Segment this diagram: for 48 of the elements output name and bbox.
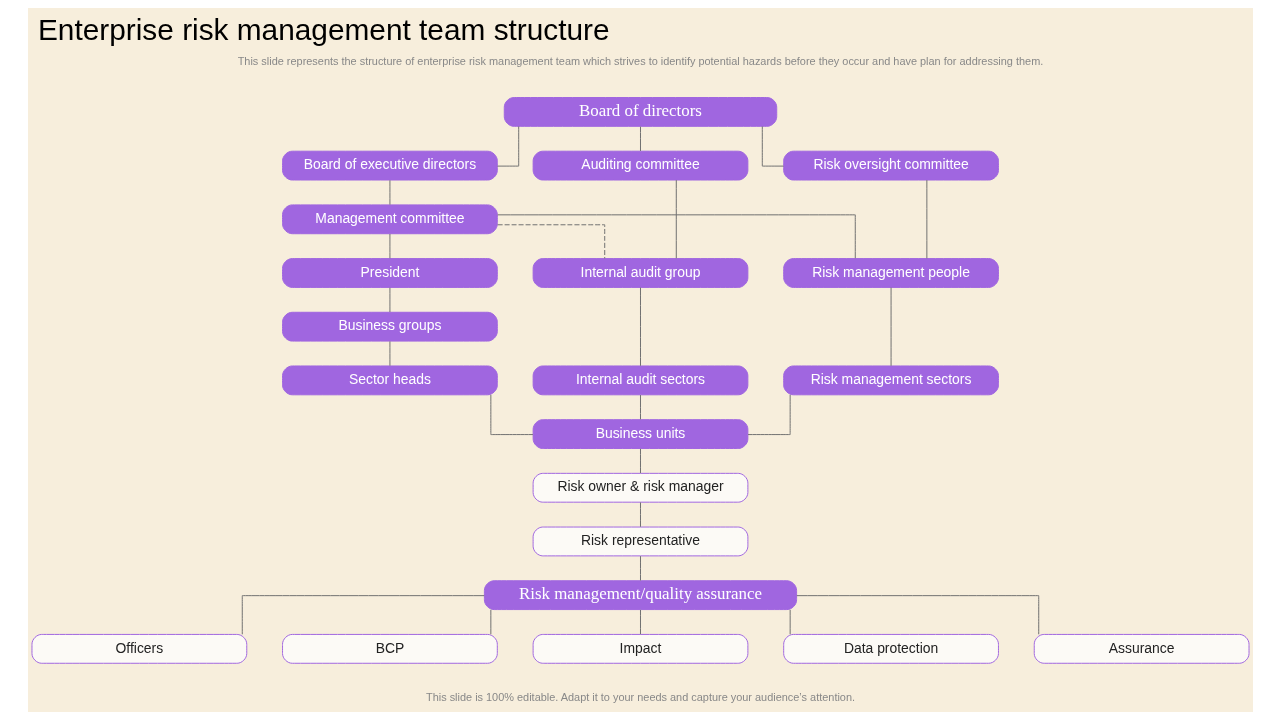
connector — [489, 609, 491, 635]
connector — [639, 287, 641, 367]
node-box: Risk representative — [532, 526, 748, 557]
connector — [639, 501, 641, 528]
connector — [747, 394, 791, 436]
node-box: Board of directors — [503, 97, 777, 127]
node-box: BCP — [281, 633, 498, 664]
diagram-title: Enterprise risk management team structure — [37, 12, 610, 46]
connector — [639, 555, 641, 581]
connector — [789, 609, 791, 635]
connector — [795, 595, 1039, 635]
node-box: Internal audit sectors — [532, 365, 748, 396]
connector — [639, 394, 641, 420]
node-box: Risk management/quality assurance — [483, 580, 797, 611]
node-box: Auditing committee — [532, 150, 748, 181]
connector — [890, 287, 892, 367]
connector — [761, 125, 784, 167]
connector — [496, 214, 856, 259]
node-box: Impact — [532, 633, 748, 664]
node-box: Management committee — [281, 204, 498, 235]
connector — [496, 224, 605, 260]
node-box: Risk management sectors — [782, 365, 999, 396]
node-box: Assurance — [1033, 633, 1249, 664]
connector — [489, 394, 533, 436]
connector — [241, 595, 485, 635]
connector — [925, 179, 927, 259]
node-box: Sector heads — [281, 365, 498, 396]
node-box: Risk oversight committee — [782, 150, 999, 181]
node-box: Business units — [532, 419, 748, 449]
connector — [388, 287, 390, 313]
connector — [675, 179, 677, 259]
connector — [388, 340, 390, 367]
connector — [639, 448, 641, 474]
node-box: Risk owner & risk manager — [532, 472, 748, 503]
node-box: Officers — [31, 633, 247, 664]
connector — [639, 609, 641, 635]
node-box: Data protection — [782, 633, 999, 664]
node-box: President — [281, 258, 498, 288]
label: This slide is 100% editable. Adapt it to your needs and capture your audience’s attention. — [425, 690, 855, 703]
connector — [388, 179, 390, 206]
label: This slide represents the structure of enterprise risk management team which strives to identify potential hazards before they occur and have plan for addressing them. — [237, 55, 1043, 68]
node-box: Internal audit group — [532, 258, 748, 288]
node-box: Board of executive directors — [281, 150, 498, 181]
connector — [388, 233, 390, 259]
node-box: Business groups — [281, 311, 498, 342]
connector — [639, 126, 641, 152]
connector — [496, 125, 519, 167]
node-box: Risk management people — [782, 258, 999, 288]
